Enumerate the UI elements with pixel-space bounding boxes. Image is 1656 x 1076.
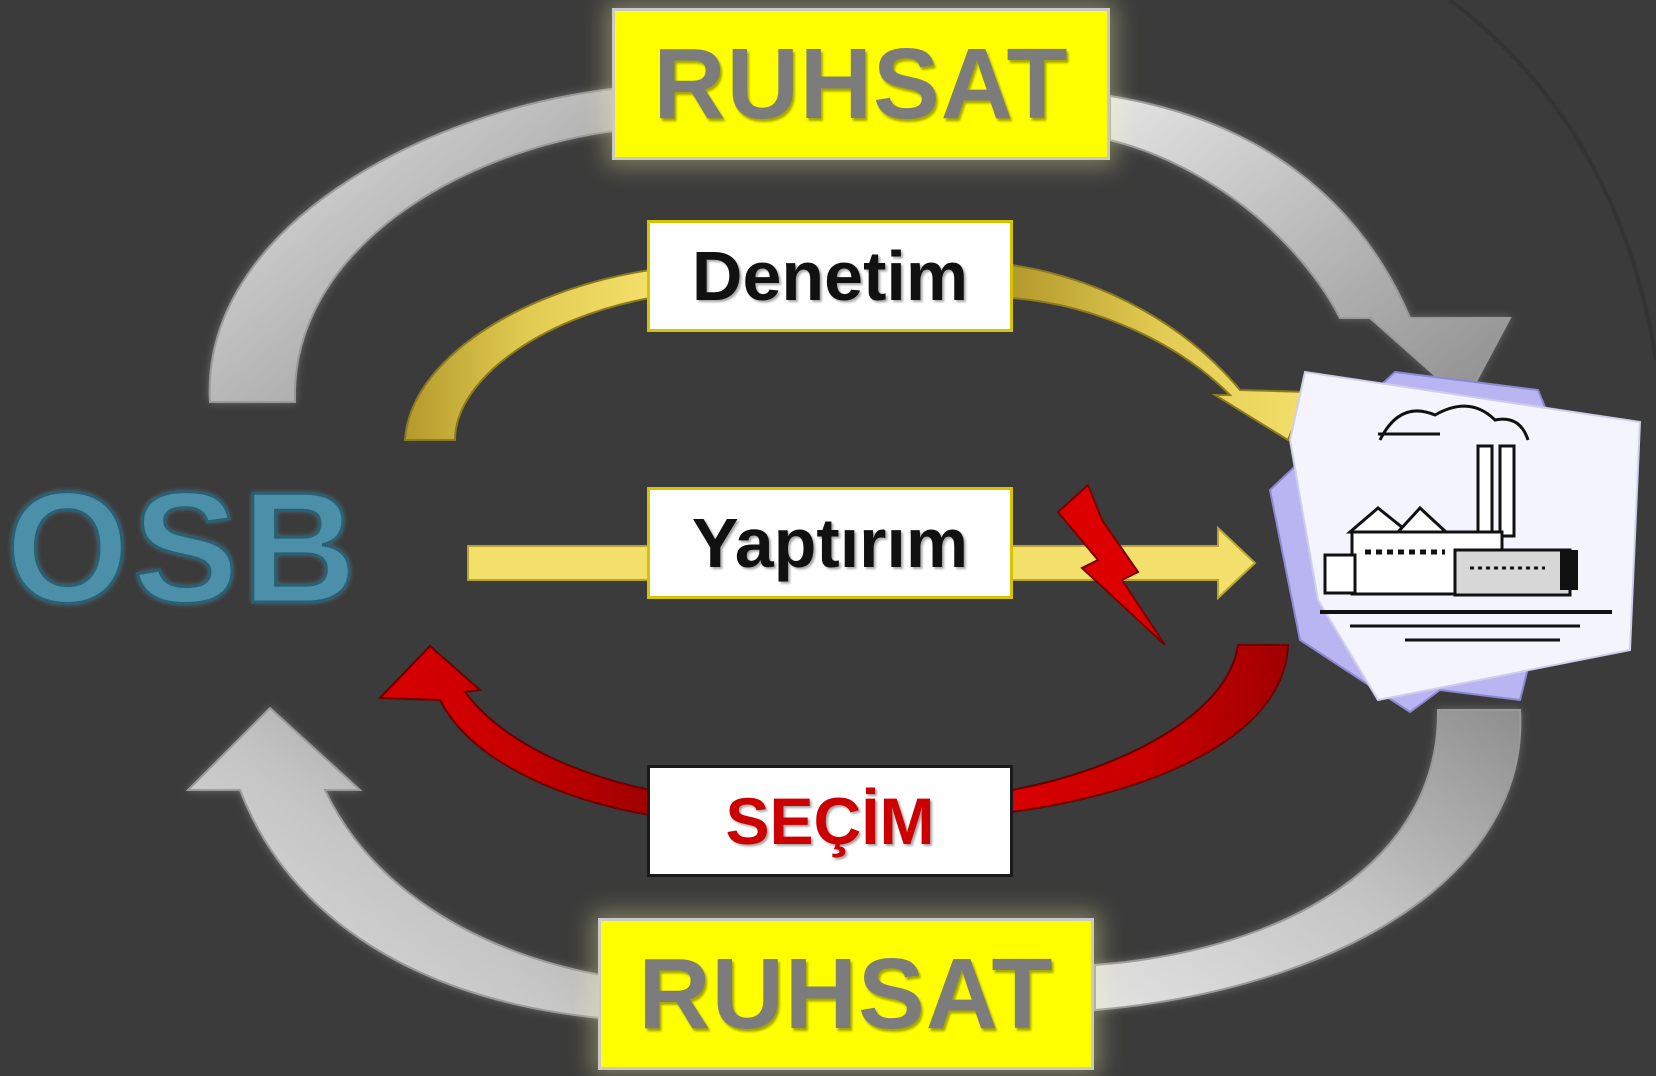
yaptirim-label: Yaptırım — [691, 504, 969, 582]
secim-label: SEÇİM — [725, 784, 935, 858]
secim-box: SEÇİM — [647, 765, 1013, 877]
osb-label: OSB — [5, 458, 361, 637]
denetim-arrow — [403, 268, 651, 441]
factory-icon — [1268, 370, 1642, 714]
ruhsat-top-box: RUHSAT — [612, 8, 1110, 160]
secim-arrow-tail — [1011, 644, 1290, 814]
ruhsat-bottom-arrow-tail — [1094, 709, 1522, 1012]
secim-arrow-head — [377, 644, 651, 817]
ruhsat-top-arrow — [208, 86, 621, 403]
corner-arc — [1448, 0, 1656, 361]
denetim-box: Denetim — [647, 220, 1013, 332]
yaptirim-box: Yaptırım — [647, 487, 1013, 599]
yaptirim-arrow — [467, 545, 651, 581]
yaptirim-arrow-head — [1011, 525, 1257, 601]
lightning-bolt-icon — [1056, 483, 1166, 646]
ruhsat-bottom-arrow-head — [185, 706, 601, 1020]
denetim-label: Denetim — [691, 237, 969, 315]
denetim-arrow-head — [1011, 263, 1310, 442]
ruhsat-bottom-box: RUHSAT — [598, 918, 1094, 1070]
ruhsat-bottom-label: RUHSAT — [638, 937, 1054, 1050]
ruhsat-top-arrow-head — [1109, 94, 1512, 404]
ruhsat-top-label: RUHSAT — [653, 27, 1069, 140]
